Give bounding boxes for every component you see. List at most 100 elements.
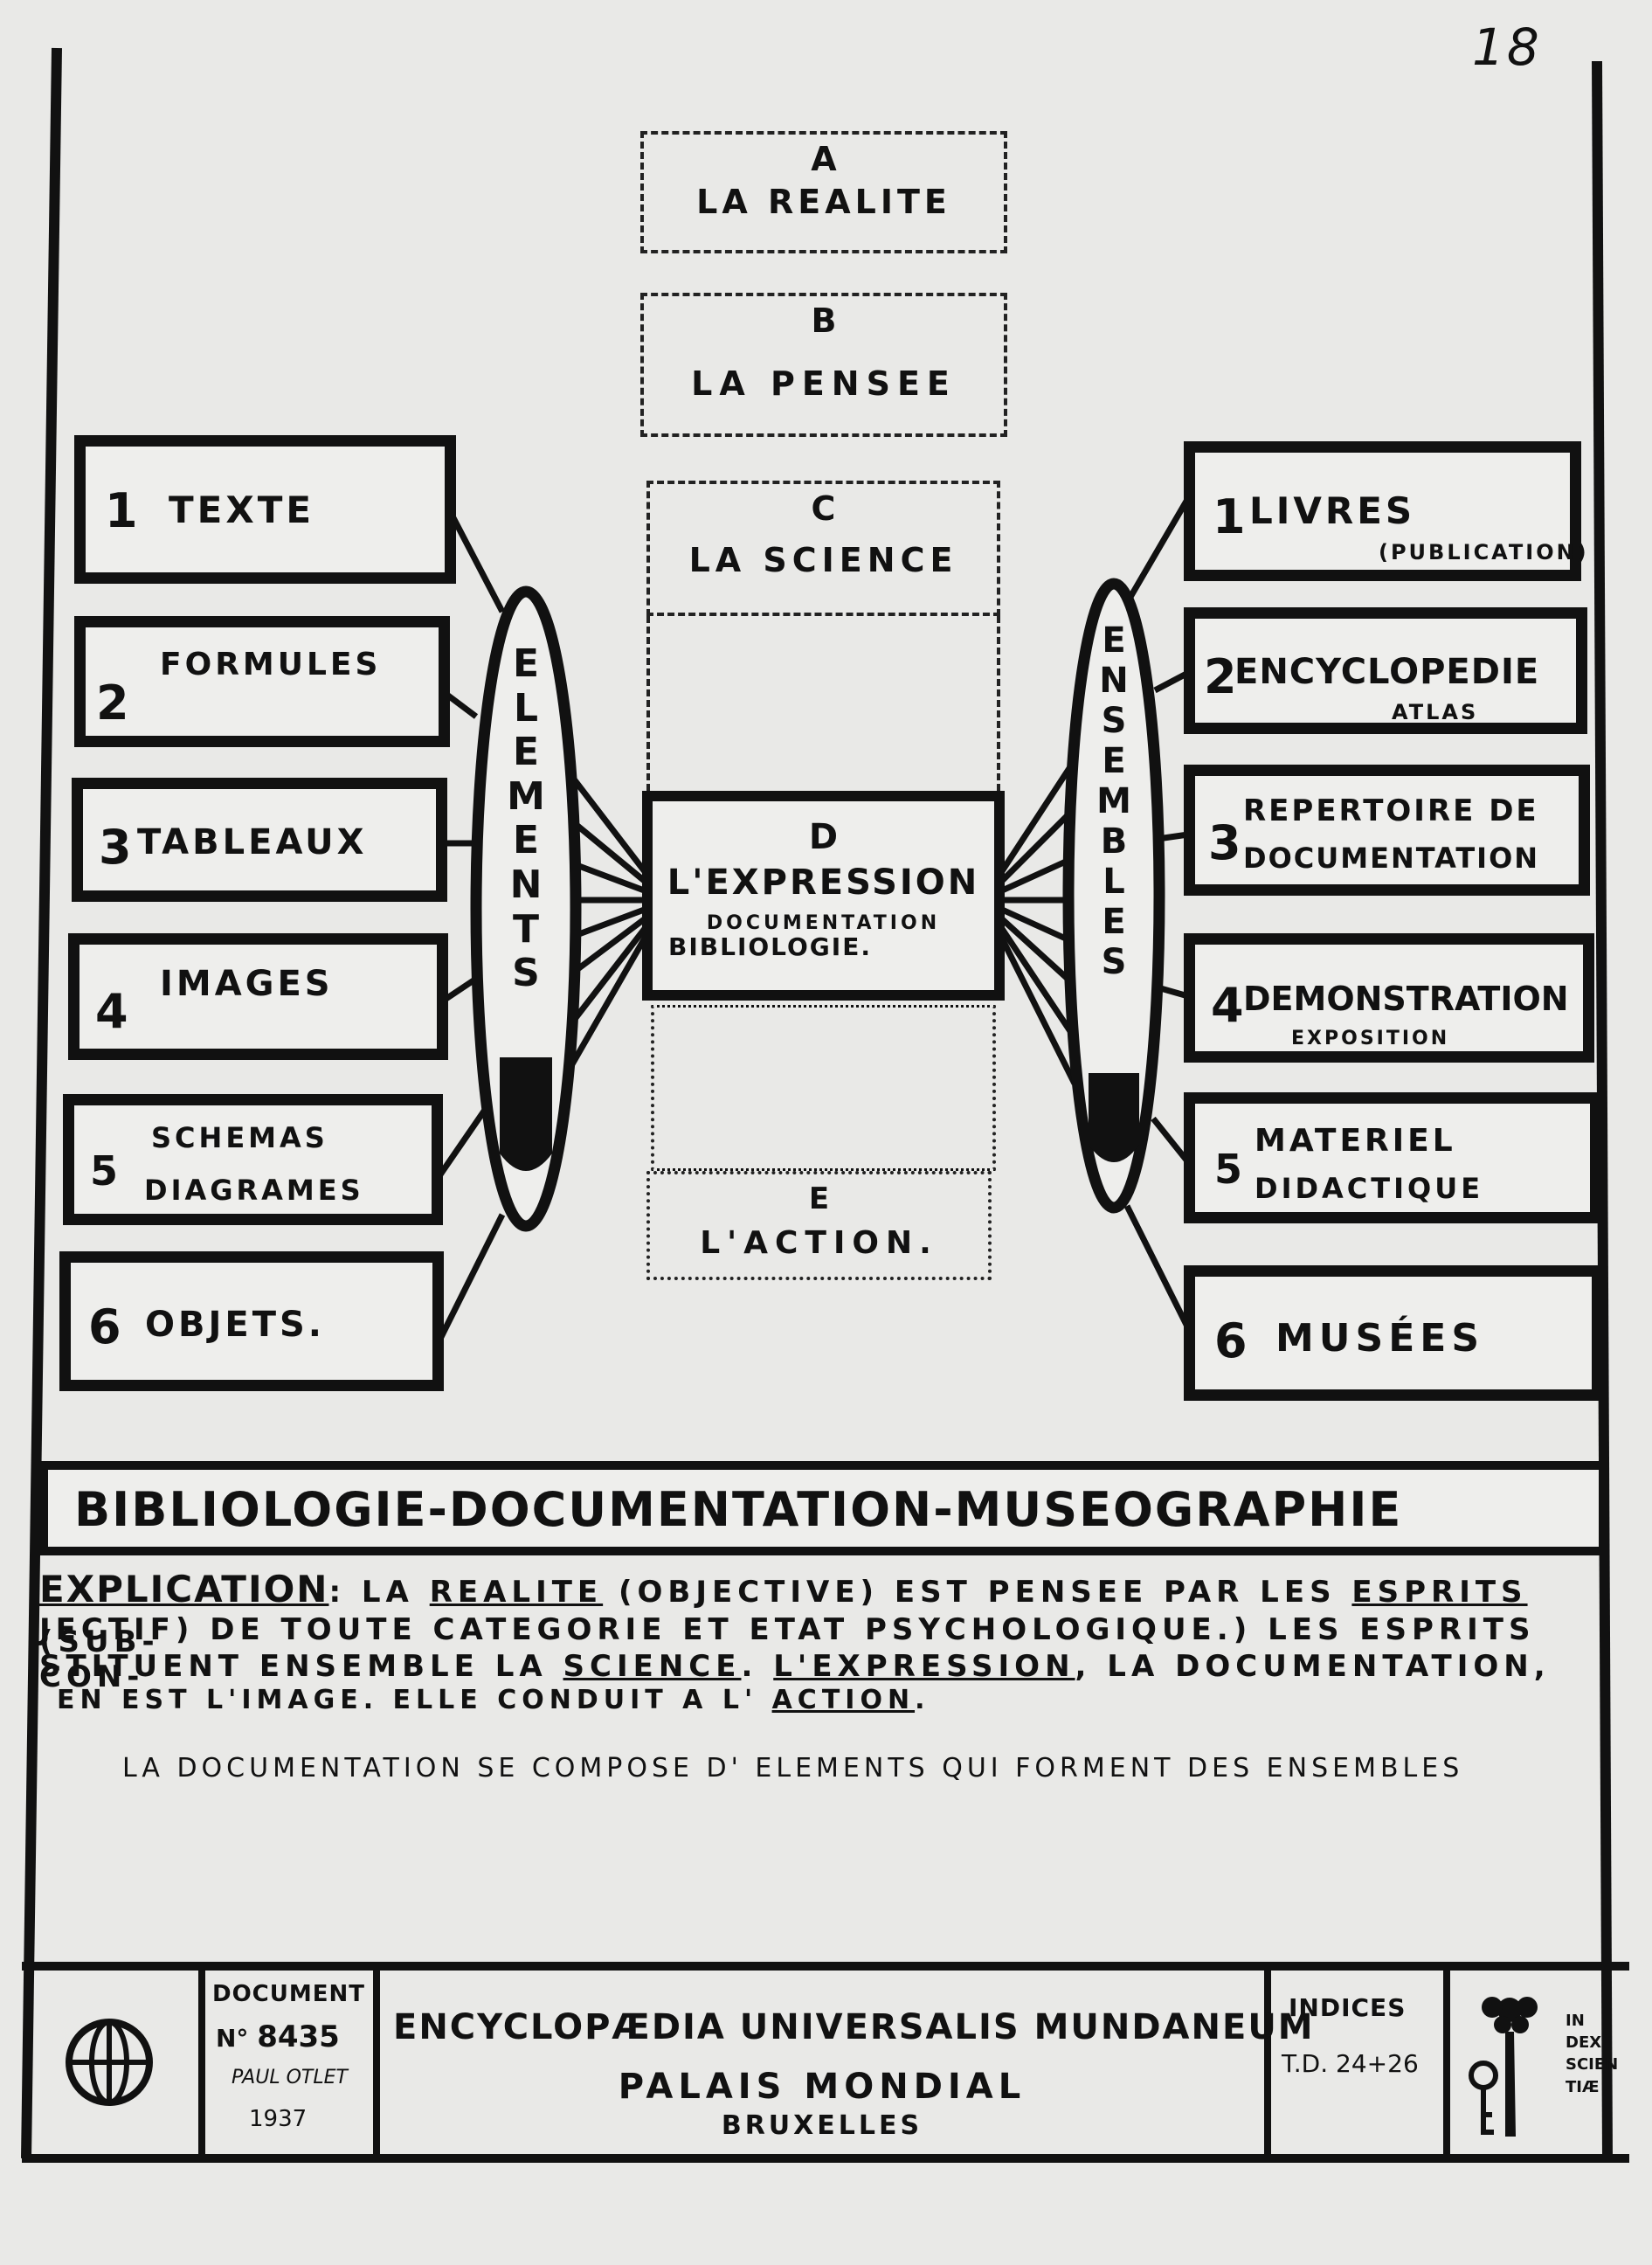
element-number: 2 [96,675,129,731]
realm-c-box: C LA SCIENCE [646,481,1000,616]
ensemble-label: DEMONSTRATION [1243,980,1569,1018]
ensemble-number: 5 [1214,1146,1243,1193]
explication-text: ACTION [771,1685,916,1715]
emblem-line: DEX [1566,2033,1602,2053]
ensemble-sublabel: EXPOSITION [1291,1028,1450,1049]
footer-indices-cell: INDICES T.D. 24+26 [1271,1962,1450,2163]
ensembles-letter: B [1100,821,1128,862]
banner-box: BIBLIOLOGIE-DOCUMENTATION-MUSEOGRAPHIE [39,1461,1607,1555]
ensemble-box-materiel: 5 MATERIEL DIDACTIQUE [1184,1092,1601,1223]
footer-document-cell: DOCUMENT N° 8435 PAUL OTLET 1937 [205,1962,380,2163]
element-number: 6 [88,1299,121,1354]
elements-letter: S [512,951,540,996]
element-box-images: 4 IMAGES [68,933,448,1060]
element-box-texte: 1 TEXTE [74,435,456,584]
ensemble-label: LIVRES [1249,489,1416,532]
elements-letter: E [512,641,540,686]
elements-letter: L [513,685,539,731]
realm-d-sub1: DOCUMENTATION [706,912,941,934]
footer-institution-cell: ENCYCLOPÆDIA UNIVERSALIS MUNDANEUM PALAI… [380,1962,1313,2163]
realm-a-letter: A [811,140,837,178]
realm-e-label: L'ACTION. [700,1225,938,1261]
element-number: 5 [90,1147,119,1195]
explication-text: . [915,1685,930,1715]
document-year: 1937 [249,2106,308,2132]
document-label: DOCUMENT [212,1981,366,2007]
elements-letter: E [512,730,540,775]
element-number: 3 [99,820,132,875]
ensemble-sublabel: (PUBLICATION) [1379,540,1589,565]
ensemble-box-demonstration: 4 DEMONSTRATION EXPOSITION [1184,933,1594,1063]
element-box-formules: 2 FORMULES [74,616,450,747]
realm-c-label: LA SCIENCE [688,541,958,579]
institution-place: PALAIS MONDIAL [618,2067,1026,2107]
element-label: IMAGES [160,964,334,1004]
element-label: TABLEAUX [137,822,368,862]
element-number: 4 [95,984,128,1039]
document-number-label: N° [216,2024,249,2053]
realm-b-letter: B [811,301,837,340]
ensemble-number: 1 [1213,489,1246,544]
element-box-tableaux: 3 TABLEAUX [72,778,447,902]
element-number: 1 [105,483,138,538]
ensemble-sublabel: ATLAS [1392,700,1479,724]
ensemble-sublabel: DOCUMENTATION [1243,842,1540,875]
page-number: 18 [1472,17,1542,77]
elements-letter: M [507,773,545,819]
element-label: OBJETS. [145,1305,325,1345]
realm-a-box: A LA REALITE [640,131,1007,253]
explication-text: , LA DOCUMENTATION, [1075,1649,1551,1684]
realm-c-d-gap [646,616,1000,791]
ensemble-label: REPERTOIRE DE [1243,793,1539,828]
ensemble-sublabel: DIDACTIQUE [1255,1172,1484,1205]
ensemble-number: 4 [1211,978,1244,1033]
element-label: TEXTE [169,488,315,531]
emblem-text: IN DEX SCIEN TIÆ [1566,2010,1618,2098]
realm-d-sub2: BIBLIOLOGIE. [668,932,872,961]
ensemble-label: ENCYCLOPEDIE [1234,652,1540,692]
realm-d-e-gap [651,1005,996,1171]
explication-summary: LA DOCUMENTATION SE COMPOSE D' ELEMENTS … [122,1753,1464,1784]
elements-letter: N [509,862,543,907]
explication-text: ESPRITS [1351,1575,1528,1610]
element-box-schemas: 5 SCHEMAS DIAGRAMES [63,1094,443,1225]
ensembles-letter: E [1102,741,1126,781]
explication-text: : LA [328,1575,430,1610]
explication-text: L'EXPRESSION [773,1649,1075,1684]
realm-b-label: LA PENSEE [691,364,957,403]
explication-line-2: JECTIF) DE TOUTE CATEGORIE ET ETAT PSYCH… [39,1612,1536,1695]
ensembles-letter: E [1102,902,1126,942]
ensemble-label: MATERIEL [1255,1123,1456,1159]
ensembles-letter: S [1101,942,1127,982]
explication-heading: EXPLICATION [39,1568,329,1610]
realm-a-label: LA REALITE [696,183,951,221]
realm-d-letter: D [808,817,839,857]
explication-text: . [741,1649,774,1684]
indices-value: T.D. 24+26 [1282,2049,1419,2078]
indices-label: INDICES [1289,1993,1407,2022]
elements-title: E L E M E N T S [500,641,552,996]
ensembles-letter: E [1102,620,1126,661]
ensembles-title: E N S E M B L E S [1088,620,1140,982]
ensembles-letter: M [1096,781,1131,821]
ensemble-number: 3 [1208,815,1241,870]
ensemble-box-encyclopedie: 2 ENCYCLOPEDIE ATLAS [1184,607,1587,734]
emblem-line: SCIEN [1566,2055,1619,2075]
element-label: SCHEMAS [151,1121,328,1154]
emblem-line: TIÆ [1566,2077,1600,2096]
document-author: PAUL OTLET [232,2067,348,2088]
explication-text: STITUENT ENSEMBLE LA [39,1649,563,1684]
footer-band [22,1962,1629,2163]
footer-emblem-cell: IN DEX SCIEN TIÆ [1450,1962,1629,2163]
explication-text: EN EST L'IMAGE. ELLE CONDUIT A L' [57,1685,772,1715]
element-label: FORMULES [160,647,382,682]
ensemble-label: MUSÉES [1275,1316,1485,1361]
explication-text: REALITE [429,1575,604,1610]
realm-e-letter: E [808,1181,830,1216]
document-number-value: 8435 [257,2019,340,2054]
explication-line-3: STITUENT ENSEMBLE LA SCIENCE. L'EXPRESSI… [39,1643,1612,1690]
explication-line-1: EXPLICATION: LA REALITE (OBJECTIVE) EST … [39,1560,1612,1666]
ensemble-box-repertoire: 3 REPERTOIRE DE DOCUMENTATION [1184,765,1590,896]
